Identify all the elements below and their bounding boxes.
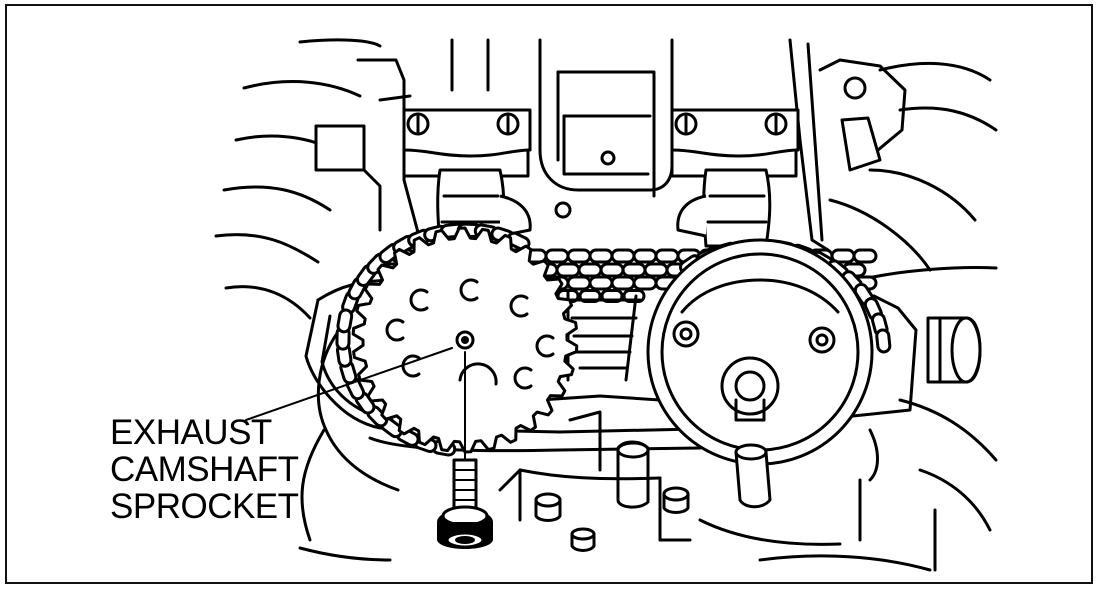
sprocket-hole [509, 294, 529, 318]
chain-link [632, 248, 658, 264]
chain-link [852, 248, 878, 264]
chain-link [566, 248, 592, 264]
label-line-2: CAMSHAFT [110, 450, 299, 489]
label-line-1: EXHAUST [110, 413, 272, 452]
chain-link [875, 328, 892, 354]
chain-link [610, 248, 636, 264]
background-contours [214, 38, 400, 562]
label-line-3: SPROCKET [110, 487, 299, 526]
chain-link [588, 275, 614, 291]
exhaust-camshaft-sprocket-label: EXHAUST CAMSHAFT SPROCKET [110, 414, 299, 525]
intake-camshaft-sprocket [646, 238, 874, 466]
chain-link [643, 262, 669, 278]
callout-leader-line [245, 347, 453, 421]
cylinder-head-outline [314, 38, 830, 252]
lower-engine-block [498, 410, 879, 552]
intake-camshaft-lobe [676, 168, 772, 248]
chain-link [588, 248, 614, 264]
sprocket-hole [459, 278, 479, 302]
right-engine-parts [758, 58, 998, 572]
chain-link [632, 275, 658, 291]
sprocket-hole [513, 366, 533, 390]
chain-link [577, 262, 603, 278]
sprocket-hole [385, 318, 405, 342]
sprocket-bolt [437, 351, 493, 549]
chain-link [599, 262, 625, 278]
chain-link [621, 262, 647, 278]
chain-link [336, 308, 354, 334]
chain-link [654, 248, 680, 264]
right-cam-bearing-cap [670, 108, 800, 178]
chain-guide [566, 288, 642, 382]
exhaust-camshaft-sprocket [351, 226, 579, 454]
left-cam-bearing-cap [402, 108, 532, 178]
sprocket-hole [409, 288, 429, 312]
sprocket-hole [535, 334, 555, 358]
chain-link [566, 275, 592, 291]
chain-link [544, 248, 570, 264]
chain-link [610, 275, 636, 291]
chain-link [555, 262, 581, 278]
